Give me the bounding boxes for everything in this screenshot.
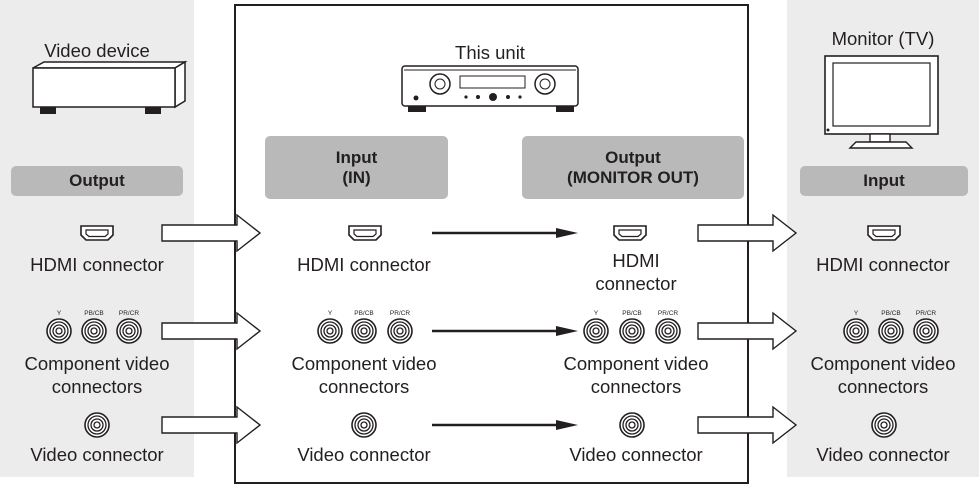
monitor-hdmi-connector-icon — [867, 225, 901, 241]
jack-label: PB/CB — [354, 310, 374, 317]
jack-label: PB/CB — [881, 310, 901, 317]
output-monitor-out-badge: Output(MONITOR OUT) — [522, 136, 744, 199]
in-video-connector-label: Video connector — [297, 444, 431, 465]
this-unit-title: This unit — [455, 42, 525, 63]
unit-out-component-connectors-icon — [583, 318, 681, 344]
monitor-title: Monitor (TV) — [831, 28, 935, 49]
video-device-video-connector-icon — [84, 412, 110, 438]
monitor-icon — [824, 55, 939, 149]
jack-label: Y — [57, 310, 62, 317]
video-device-hdmi-connector-icon — [80, 225, 114, 241]
video-cable-arrow-out — [697, 406, 797, 444]
out-component-label-1: Component video — [563, 353, 709, 374]
jack-label: Y — [854, 310, 859, 317]
jack-label: PB/CB — [84, 310, 104, 317]
out-component-label-2: connectors — [590, 376, 682, 397]
monitor-component-connectors-icon — [843, 318, 939, 344]
this-unit-icon — [401, 65, 579, 112]
internal-component-arrow — [432, 326, 578, 336]
monitor-component-label-1: Component video — [810, 353, 956, 374]
hdmi-cable-arrow-out — [697, 214, 797, 252]
component-cable-arrow-in — [161, 312, 261, 350]
unit-out-video-connector-icon — [619, 412, 645, 438]
component-label-2: connectors — [51, 376, 143, 397]
hdmi-cable-arrow-in — [161, 214, 261, 252]
input-in-badge: Input(IN) — [265, 136, 448, 199]
unit-in-video-connector-icon — [351, 412, 377, 438]
jack-label: PR/CR — [390, 310, 411, 317]
out-hdmi-label-1: HDMI — [612, 250, 660, 271]
video-cable-arrow-in — [161, 406, 261, 444]
monitor-component-label-2: connectors — [837, 376, 929, 397]
video-device-title: Video device — [44, 40, 150, 61]
jack-label: PR/CR — [658, 310, 679, 317]
unit-out-hdmi-connector-icon — [613, 225, 647, 241]
unit-in-hdmi-connector-icon — [348, 225, 382, 241]
video-device-icon — [32, 60, 188, 114]
unit-in-component-connectors-icon — [317, 318, 413, 344]
internal-hdmi-arrow — [432, 228, 578, 238]
out-hdmi-label-2: connector — [595, 273, 677, 294]
out-video-connector-label: Video connector — [569, 444, 703, 465]
jack-label: Y — [328, 310, 333, 317]
input-badge: Input — [800, 166, 968, 196]
in-hdmi-connector-label: HDMI connector — [297, 254, 431, 275]
output-badge: Output — [11, 166, 183, 196]
jack-label: PR/CR — [119, 310, 140, 317]
component-label-1: Component video — [24, 353, 170, 374]
hdmi-connector-label: HDMI connector — [30, 254, 164, 275]
in-component-label-2: connectors — [318, 376, 410, 397]
monitor-video-connector-label: Video connector — [816, 444, 950, 465]
monitor-hdmi-connector-label: HDMI connector — [816, 254, 950, 275]
jack-label: Y — [594, 310, 599, 317]
jack-label: PB/CB — [622, 310, 642, 317]
video-connector-label: Video connector — [30, 444, 164, 465]
monitor-video-connector-icon — [871, 412, 897, 438]
component-cable-arrow-out — [697, 312, 797, 350]
video-device-component-connectors-icon — [46, 318, 142, 344]
jack-label: PR/CR — [916, 310, 937, 317]
in-component-label-1: Component video — [291, 353, 437, 374]
internal-video-arrow — [432, 420, 578, 430]
